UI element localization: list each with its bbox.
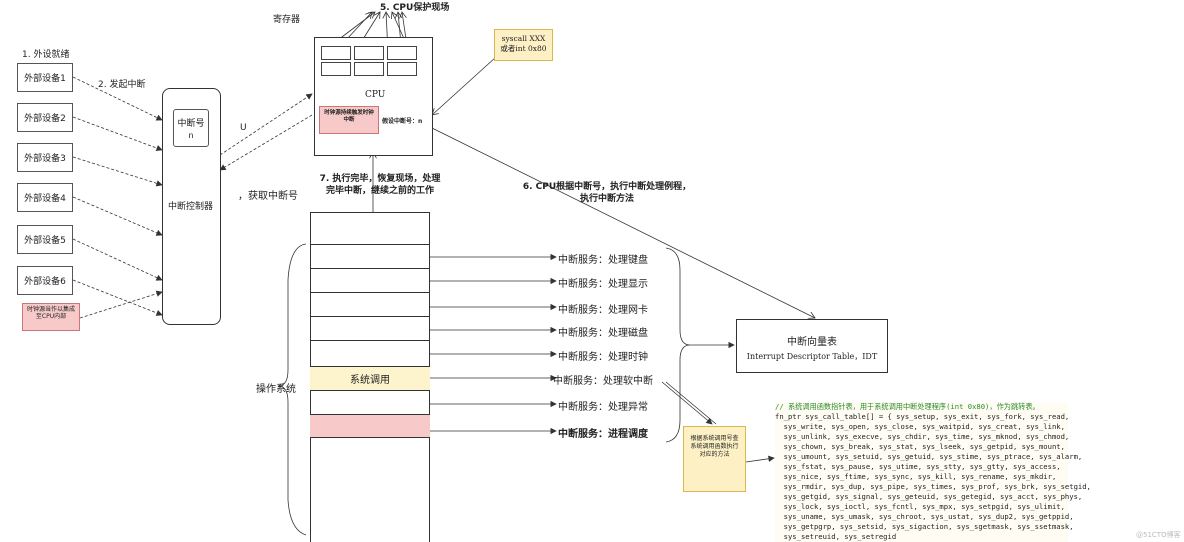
os-brace [277, 243, 307, 536]
clock-source-box: 时钟源当作以集成至CPU内部 [22, 303, 80, 331]
device-arrows [72, 76, 313, 319]
syscall-table-code: // 系统调用函数指针表，用于系统调用中断处理程序(int 0x80)，作为跳转… [775, 402, 1091, 542]
service-softirq: 中断服务：处理软中断 [553, 376, 653, 387]
os-cell [310, 244, 430, 268]
register-cell [354, 62, 384, 76]
step7-label: 7. 执行完毕，恢复现场，处理 完毕中断，继续之前的工作 [312, 173, 448, 197]
external-device-4: 外部设备4 [17, 183, 73, 212]
code-line: sys_write, sys_open, sys_close, sys_wait… [775, 422, 1065, 431]
cpu-timer-box: 时钟源持续触发时钟中断 [319, 106, 379, 134]
register-cell [387, 62, 417, 76]
os-cell [310, 340, 430, 366]
interrupt-number-box: 中断号 n [173, 109, 209, 147]
code-line: sys_lock, sys_ioctl, sys_fcntl, sys_mpx,… [775, 502, 1065, 511]
idt-title: 中断向量表 [787, 337, 837, 348]
idt-subtitle: Interrupt Descriptor Table，IDT [746, 352, 878, 361]
code-line: sys_chown, sys_break, sys_stat, sys_lsee… [775, 442, 1065, 451]
service-exception: 中断服务：处理异常 [558, 402, 648, 413]
device-ready-label: 1. 外设就绪 [22, 50, 70, 60]
assume-number-label: 假设中断号：n [382, 118, 423, 125]
external-device-6: 外部设备6 [17, 266, 73, 295]
code-line: sys_unlink, sys_execve, sys_chdir, sys_t… [775, 432, 1070, 441]
os-cell [310, 292, 430, 316]
step6-line-1: 6. CPU根据中断号，执行中断处理例程， [522, 182, 692, 192]
controller-label: 中断控制器 [168, 202, 214, 212]
service-scheduler: 中断服务：进程调度 [558, 429, 648, 440]
os-cell [310, 268, 430, 292]
external-device-3: 外部设备3 [17, 143, 73, 172]
os-cell [310, 390, 430, 414]
code-line: sys_rmdir, sys_dup, sys_pipe, sys_times,… [775, 482, 1091, 491]
register-cell [387, 46, 417, 60]
service-nic: 中断服务：处理网卡 [558, 305, 648, 316]
watermark: @51CTO博客 [1136, 531, 1181, 539]
service-display: 中断服务：处理显示 [558, 279, 648, 290]
register-label: 寄存器 [273, 15, 301, 25]
code-line: fn_ptr sys_call_table[] = { sys_setup, s… [775, 412, 1070, 421]
step6-label: 6. CPU根据中断号，执行中断处理例程， 执行中断方法 [512, 181, 702, 205]
raise-interrupt-label: 2. 发起中断 [98, 80, 146, 90]
code-line: sys_fstat, sys_pause, sys_utime, sys_stt… [775, 462, 1061, 471]
code-line: sys_uname, sys_umask, sys_chroot, sys_us… [775, 512, 1074, 521]
external-device-5: 外部设备5 [17, 225, 73, 254]
service-disk: 中断服务：处理磁盘 [558, 328, 648, 339]
syscall-line-2: 或者int 0x80 [500, 44, 547, 53]
register-cell [354, 46, 384, 60]
interrupt-number-value: n [188, 131, 194, 140]
interrupt-controller: 中断号 n 中断控制器 [162, 88, 221, 325]
u-label: U [240, 123, 247, 133]
external-device-2: 外部设备2 [17, 103, 73, 132]
cpu-save-label: 5. CPU保护现场 [380, 3, 450, 13]
get-number-label: ，获取中断号 [238, 191, 298, 202]
step6-line-2: 执行中断方法 [579, 194, 634, 204]
service-arrows [430, 253, 557, 435]
syscall-note: syscall XXX 或者int 0x80 [494, 29, 553, 61]
register-cell [321, 46, 351, 60]
services-brace [665, 247, 691, 443]
service-clock: 中断服务：处理时钟 [558, 352, 648, 363]
code-line: sys_getpgrp, sys_setsid, sys_sigaction, … [775, 522, 1074, 531]
code-line: sys_getgid, sys_signal, sys_geteuid, sys… [775, 492, 1083, 501]
syscall-line-1: syscall XXX [501, 34, 546, 43]
service-keyboard: 中断服务：处理键盘 [558, 255, 648, 266]
external-device-1: 外部设备1 [17, 63, 73, 92]
os-cell-sched [310, 414, 430, 438]
lookup-note: 根据系统调用号查系统调用函数执行对应的方法 [683, 426, 746, 492]
cpu-box: CPU 时钟源持续触发时钟中断 假设中断号：n [314, 37, 433, 156]
syscall-cell: 系统调用 [310, 366, 430, 390]
step7-line-1: 7. 执行完毕，恢复现场，处理 [319, 174, 441, 184]
interrupt-number-label: 中断号 [177, 119, 205, 129]
register-cell [321, 62, 351, 76]
code-line: sys_nice, sys_ftime, sys_sync, sys_kill,… [775, 472, 1057, 481]
code-line: sys_setreuid, sys_setregid [775, 532, 897, 541]
step7-line-2: 完毕中断，继续之前的工作 [325, 186, 434, 196]
idt-box: 中断向量表 Interrupt Descriptor Table，IDT [736, 319, 888, 373]
cpu-label: CPU [365, 90, 386, 100]
code-comment: // 系统调用函数指针表，用于系统调用中断处理程序(int 0x80)，作为跳转… [775, 402, 1040, 411]
os-cell [310, 316, 430, 340]
code-line: sys_umount, sys_setuid, sys_getuid, sys_… [775, 452, 1083, 461]
os-label: 操作系统 [256, 384, 296, 395]
